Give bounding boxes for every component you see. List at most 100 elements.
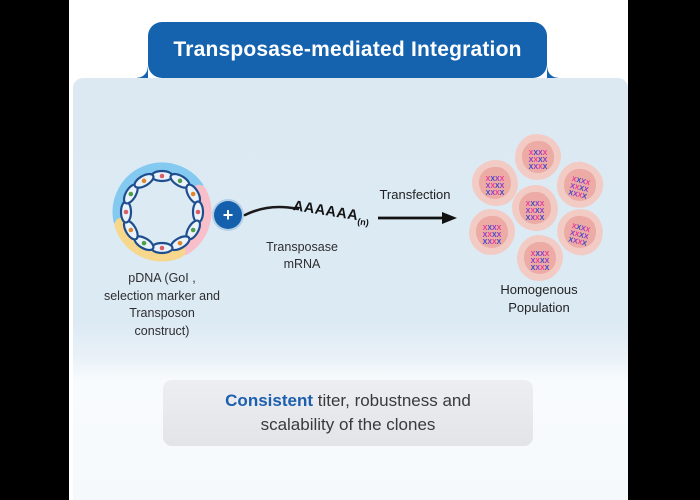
chromosome-icon: X: [539, 207, 545, 215]
chromosome-icon: X: [499, 175, 505, 183]
chromosome-row: XXXX: [529, 161, 548, 171]
base-pair-dot: [177, 178, 183, 184]
chromosome-icon: X: [495, 182, 500, 190]
chromosome-row: XXXX: [485, 187, 505, 197]
chromosome-icon: X: [482, 224, 488, 232]
chromosome-icon: X: [490, 182, 495, 190]
chromosome-icon: X: [496, 224, 502, 232]
population-label: Homogenous Population: [467, 281, 611, 317]
infographic: Transposase-mediated Integration pDNA (G…: [69, 0, 628, 500]
chromosome-icon: X: [490, 175, 495, 183]
pdna-label: pDNA (GoI , selection marker and Transpo…: [80, 270, 244, 340]
base-pair-dot: [190, 227, 196, 233]
chromosome-icon: X: [492, 231, 497, 239]
base-pair-dot: [190, 191, 196, 197]
base-pair-dot: [177, 240, 183, 246]
chromosome-icon: X: [581, 239, 588, 248]
transfection-label: Transfection: [379, 187, 451, 202]
chromosome-icon: X: [528, 156, 534, 164]
chromosome-icon: X: [535, 207, 540, 215]
page-title: Transposase-mediated Integration: [173, 38, 522, 61]
chromosome-icon: X: [530, 200, 535, 208]
chromosome-icon: X: [540, 257, 545, 265]
chromosome-icon: X: [538, 163, 543, 171]
chromosome-row: XXXX: [530, 262, 550, 272]
chromosome-icon: X: [542, 156, 548, 164]
chromosome-icon: X: [533, 149, 538, 157]
chromosome-row: XXXX: [530, 255, 550, 265]
population-label-line: Population: [508, 300, 570, 315]
chromosome-row: XXXX: [482, 229, 502, 239]
chromosome-row: XXXX: [531, 248, 550, 258]
chromosome-icon: X: [538, 149, 543, 157]
chromosome-icon: X: [539, 214, 545, 222]
chromosome-icon: X: [490, 189, 495, 197]
poly-a-subscript: (n): [356, 216, 370, 228]
mrna-label-line: mRNA: [283, 257, 321, 271]
chromosome-icon: X: [482, 231, 488, 239]
chromosome-icon: X: [535, 200, 540, 208]
chromosome-icon: X: [495, 175, 500, 183]
chromosome-icon: X: [492, 238, 497, 246]
chromosome-icon: X: [496, 231, 502, 239]
base-pair-dot: [123, 209, 129, 215]
banner-fillet-left: [137, 67, 148, 78]
chromosome-icon: X: [535, 264, 540, 272]
chromosome-icon: X: [538, 156, 543, 164]
chromosome-icon: X: [533, 163, 538, 171]
title-banner: Transposase-mediated Integration: [137, 22, 558, 78]
summary-highlight: Consistent: [225, 391, 313, 410]
chromosome-icon: X: [485, 175, 491, 183]
chromosome-icon: X: [499, 182, 505, 190]
chromosome-row: XXXX: [528, 147, 548, 157]
chromosome-icon: X: [540, 264, 545, 272]
chromosome-icon: X: [581, 192, 588, 201]
pdna-label-line: Transposon: [129, 306, 195, 320]
chromosome-icon: X: [485, 189, 491, 197]
chromosome-icon: X: [525, 200, 531, 208]
base-pair-dot: [141, 240, 147, 246]
plasmid-icon: [112, 162, 212, 262]
chromosome-icon: X: [544, 257, 550, 265]
base-pair-dot: [195, 209, 201, 215]
chromosome-icon: X: [525, 207, 531, 215]
plus-glyph: +: [222, 204, 234, 225]
chromosome-row: XXXX: [482, 222, 502, 232]
chromosome-icon: X: [530, 257, 536, 265]
chromosome-icon: X: [525, 214, 531, 222]
summary-line-2: scalability of the clones: [260, 415, 436, 434]
chromosome-icon: X: [530, 214, 535, 222]
summary-line-1: Consistent titer, robustness and: [163, 389, 533, 413]
transfection-arrow-icon: [378, 212, 457, 224]
chromosome-icon: X: [487, 231, 492, 239]
chromosome-row: XXXX: [482, 236, 502, 246]
chromosome-icon: X: [530, 207, 535, 215]
chromosome-icon: X: [544, 264, 550, 272]
pdna-label-line: pDNA (GoI ,: [128, 271, 196, 285]
mrna-label: Transposase mRNA: [243, 239, 361, 273]
chromosome-icon: X: [533, 156, 538, 164]
chromosome-icon: X: [487, 238, 492, 246]
chromosome-row: XXXX: [525, 198, 545, 208]
chromosome-icon: X: [535, 214, 540, 222]
plus-icon: +: [214, 201, 242, 229]
mrna-strand-icon: [243, 205, 299, 217]
chromosome-icon: X: [482, 238, 488, 246]
summary-rest: titer, robustness and: [313, 391, 471, 410]
pdna-label-line: construct): [134, 323, 190, 338]
base-pair-dot: [128, 191, 134, 197]
chromosome-icon: X: [528, 149, 534, 157]
chromosome-icon: X: [495, 189, 500, 197]
chromosome-icon: X: [499, 189, 505, 197]
chromosome-icon: X: [530, 264, 536, 272]
